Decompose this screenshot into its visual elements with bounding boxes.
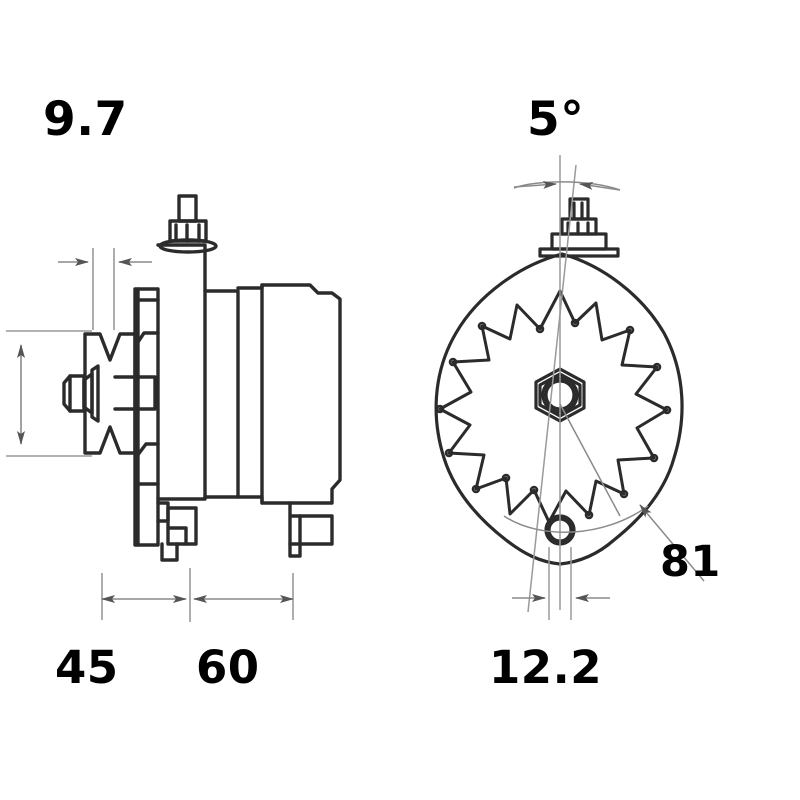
- dim-12-2-group: [512, 547, 610, 620]
- side-view-dimensions: [6, 248, 294, 622]
- drive-end-flange: [133, 287, 160, 547]
- front-view-dimensions: [503, 155, 705, 620]
- dim-81-group: [503, 403, 705, 582]
- mounting-feet: [156, 501, 334, 562]
- side-profile-view: [62, 194, 342, 562]
- dimension-label-60: 60: [196, 641, 260, 694]
- fan-blade-tabs: [435, 318, 672, 520]
- dim-9-7-group: [58, 248, 152, 330]
- dimension-label-12-2: 12.2: [489, 641, 603, 694]
- dimension-label-9-7: 9.7: [43, 92, 128, 147]
- dimension-label-5-degrees: 5°: [527, 92, 585, 147]
- dim-5-deg-group: [513, 180, 621, 191]
- tilted-axis-line: [527, 164, 577, 613]
- dim-45-60-group: [101, 568, 294, 622]
- terminal-stud-front: [538, 197, 620, 258]
- dim-pulley-diameter-group: [6, 330, 92, 457]
- dimension-label-81: 81: [660, 537, 721, 587]
- dimension-label-45: 45: [55, 641, 119, 694]
- terminal-stud: [158, 194, 218, 254]
- alternator-housing-body: [156, 243, 342, 505]
